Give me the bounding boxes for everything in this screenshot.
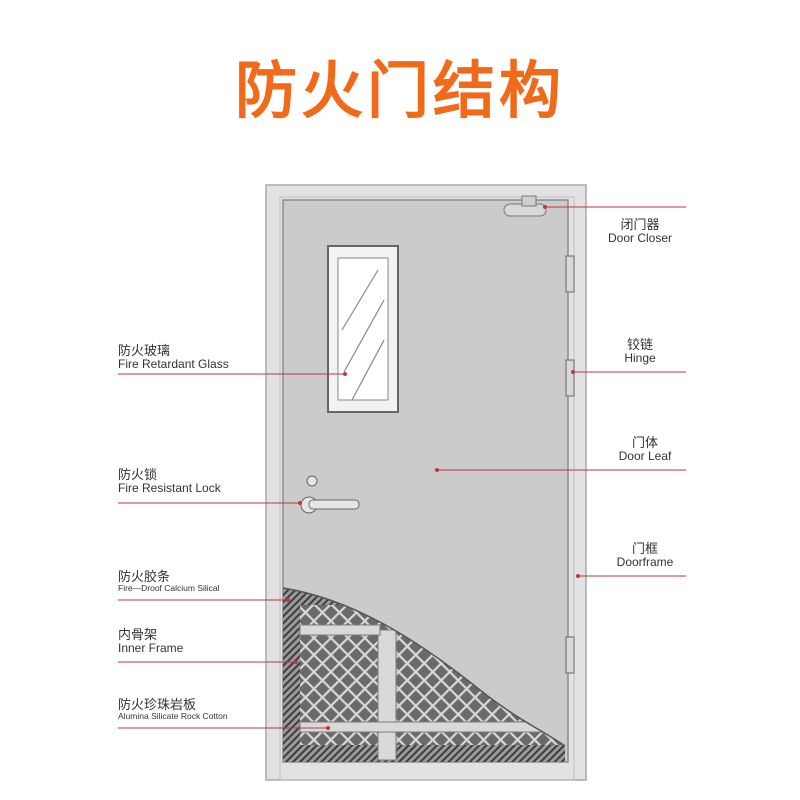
- label-inner-frame: 内骨架 Inner Frame: [118, 627, 184, 655]
- door-closer: [503, 195, 547, 217]
- label-rock-cotton: 防火珍珠岩板 Alumina Silicate Rock Cotton: [118, 697, 228, 721]
- hinges: [565, 255, 575, 674]
- label-door-closer: 闭门器 Door Closer: [607, 217, 673, 245]
- label-doorframe: 门框 Doorframe: [616, 541, 674, 569]
- label-door-leaf: 门体 Door Leaf: [618, 435, 672, 463]
- fire-glass-window: [327, 245, 399, 413]
- lock-handle: [300, 475, 360, 514]
- label-fire-glass: 防火玻璃 Fire Retardant Glass: [118, 343, 229, 371]
- inner-frame-bars: [299, 624, 565, 761]
- leader-lines: [118, 205, 686, 730]
- label-hinge: 铰链 Hinge: [624, 337, 656, 365]
- page-title: 防火门结构: [234, 54, 565, 127]
- label-fire-lock: 防火锁 Fire Resistant Lock: [118, 467, 221, 495]
- label-fire-seal: 防火胶条 Fire—Droof Calcium Silical: [118, 569, 220, 593]
